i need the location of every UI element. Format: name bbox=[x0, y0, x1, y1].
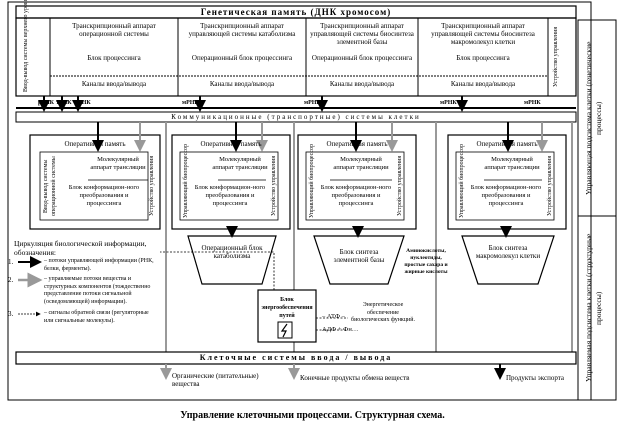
rna-label-6: мРНК bbox=[440, 100, 457, 106]
rna-label-7: мРНК bbox=[524, 100, 541, 106]
cell-3-left-vert: Управляющий биопроцессор bbox=[309, 144, 315, 218]
comm-band bbox=[15, 111, 577, 123]
legend-3-text: – сигналы обратной связи (регуляторные и… bbox=[44, 310, 149, 324]
cell-2-left-vert: Управляющий биопроцессор bbox=[183, 144, 189, 218]
bottom-label-export: Продукты экспорта bbox=[506, 374, 564, 382]
bottom-label-organic: Органические (питательные) вещества bbox=[172, 372, 259, 388]
cell-3-memory: Оперативная память bbox=[326, 140, 388, 148]
funnel-3-label: Блок синтеза макромолекул клетки bbox=[475, 244, 541, 260]
rna-label-4: мРНК bbox=[182, 100, 199, 106]
top-section-3-proc: Операционный блок процессинга bbox=[311, 54, 413, 62]
top-section-2-proc: Операционный блок процессинга bbox=[191, 54, 293, 62]
cell-3-block: Блок конформацион-ного преобразования и … bbox=[320, 184, 392, 207]
cell-1-left-vert: Ввод-вывод системы операционной системы bbox=[43, 156, 57, 216]
funnel-2-label: Блок синтеза элементной базы bbox=[333, 248, 385, 264]
energy-block bbox=[257, 289, 317, 343]
top-section-4-title: Транскрипционный аппарат управляющей сис… bbox=[431, 22, 535, 46]
cell-1-block: Блок конформацион-ного преобразования и … bbox=[68, 184, 140, 207]
genetic-memory-title: Генетическая память (ДНК хромосом) bbox=[200, 7, 392, 17]
cell-1-apparatus: Молекулярный аппарат трансляции bbox=[90, 156, 146, 171]
right-side-lower: Управляемая подсистема клетки (структурн… bbox=[584, 233, 603, 383]
cell-2-memory: Оперативная память bbox=[200, 140, 262, 148]
top-section-3-io: Каналы ввода/вывода bbox=[329, 80, 395, 88]
legend-2-num: 2. bbox=[8, 276, 14, 284]
right-panel-lower bbox=[577, 215, 617, 401]
caption: Управление клеточными процессами. Структ… bbox=[180, 410, 445, 421]
io-band-title: Клеточные системы ввода / вывода bbox=[199, 353, 393, 362]
top-right-vertical: Устройство управления bbox=[553, 26, 559, 88]
legend-3-num: 3. bbox=[8, 310, 14, 318]
cell-1-right-vert: Устройство управления bbox=[149, 155, 155, 217]
rna-label-3: мРНК bbox=[74, 100, 91, 106]
cell-2-apparatus: Молекулярный аппарат трансляции bbox=[212, 156, 268, 171]
outer-frame bbox=[7, 1, 592, 401]
funnel-macromolecules bbox=[461, 235, 555, 285]
atf-label: – АТФ – bbox=[322, 313, 345, 320]
funnel-side-note: Аминокислоты, нуклеотиды, простые сахара… bbox=[404, 248, 448, 275]
cell-4-left-vert: Управляющий биопроцессор bbox=[459, 144, 465, 218]
funnel-1-label: Операционный блок катаболизма bbox=[201, 244, 263, 260]
top-left-vertical: Ввод-вывод системы верхнего уровня bbox=[23, 0, 29, 92]
cell-4-apparatus: Молекулярный аппарат трансляции bbox=[484, 156, 540, 171]
top-sections-frame bbox=[15, 17, 577, 97]
adf-label: АДФ + Фн… bbox=[322, 326, 359, 333]
cell-2-right-vert: Устройство управления bbox=[271, 155, 277, 217]
rna-label-2: тРНК bbox=[56, 100, 72, 106]
top-section-2-io: Каналы ввода/вывода bbox=[209, 80, 275, 88]
energy-note: Энергетическое обеспечение биологических… bbox=[351, 302, 415, 323]
top-section-1-proc: Блок процессинга bbox=[87, 54, 141, 62]
top-section-2-title: Транскрипционный аппарат управляющей сис… bbox=[188, 22, 296, 38]
top-section-1-io: Каналы ввода/вывода bbox=[81, 80, 147, 88]
legend-1-text: – потоки управляющей информации (РНК, бе… bbox=[44, 258, 154, 272]
funnel-element-base bbox=[313, 235, 405, 285]
top-section-4-io: Каналы ввода/вывода bbox=[450, 80, 516, 88]
top-section-1-title: Транскрипционный аппарат операционной си… bbox=[72, 22, 156, 38]
right-side-upper: Управляющая подсистема клетки (генетичес… bbox=[584, 41, 603, 195]
legend-title: Циркуляция биологической информации, обо… bbox=[14, 239, 147, 257]
comm-band-title: Коммуникационные (транспортные) системы … bbox=[171, 113, 421, 121]
cell-3-right-vert: Устройство управления bbox=[397, 155, 403, 217]
top-section-3-title: Транскрипционный аппарат управляющей сис… bbox=[310, 22, 414, 46]
io-band bbox=[15, 351, 577, 365]
cell-3-apparatus: Молекулярный аппарат трансляции bbox=[333, 156, 389, 171]
legend-2-text: – управляемые потоки вещества и структур… bbox=[44, 276, 151, 305]
cell-2-block: Блок конформацион-ного преобразования и … bbox=[194, 184, 266, 207]
cell-4-memory: Оперативная память bbox=[476, 140, 538, 148]
cell-4-right-vert: Устройство управления bbox=[547, 155, 553, 217]
cell-1-memory: Оперативная память bbox=[64, 140, 126, 148]
legend-1-num: 1. bbox=[8, 258, 14, 266]
energy-block-label: Блок энергообеспечения путей bbox=[261, 297, 313, 319]
bottom-label-end-products: Конечные продукты обмена веществ bbox=[300, 374, 410, 382]
cell-4-block: Блок конформацион-ного преобразования и … bbox=[470, 184, 542, 207]
top-section-4-proc: Блок процессинга bbox=[456, 54, 510, 62]
rna-label-1: рРНК bbox=[38, 100, 55, 106]
rna-label-5: мРНК bbox=[304, 100, 321, 106]
funnel-catabolism bbox=[187, 235, 277, 285]
